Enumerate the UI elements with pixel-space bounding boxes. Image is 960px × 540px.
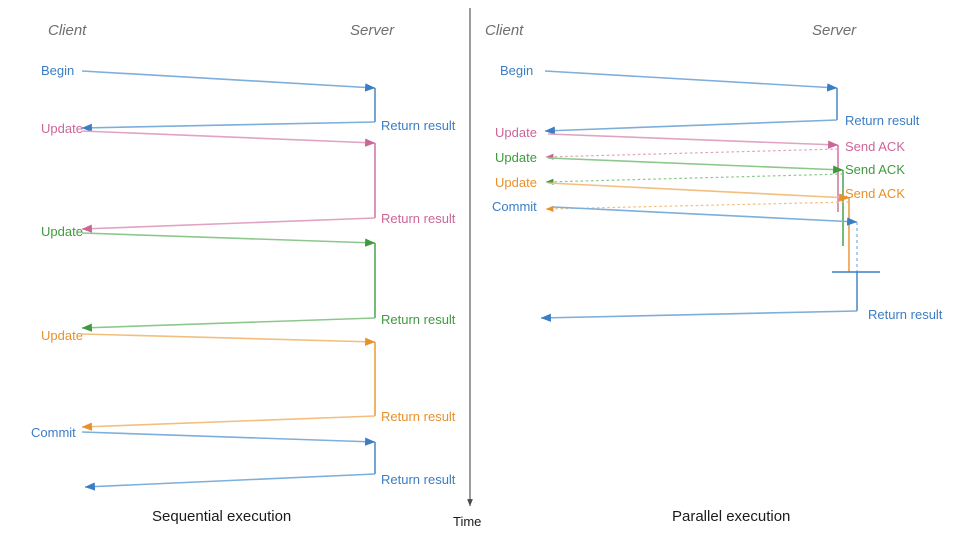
request-arrow-parallel-blue-0 [544, 70, 838, 92]
response-arrow-sequential-orange-3 [81, 415, 376, 431]
ack-arrow-parallel-pink-1 [545, 148, 839, 160]
lane-header-client-sequential: Client [48, 22, 87, 39]
lane-header-server-sequential: Server [350, 22, 395, 39]
request-label-sequential-blue-4: Commit [31, 425, 76, 440]
request-arrow-sequential-pink-1 [81, 130, 376, 147]
response-label-sequential-blue-4: Return result [381, 472, 456, 487]
response-arrow-sequential-pink-1 [81, 217, 376, 233]
request-arrow-parallel-green-2 [547, 157, 844, 174]
request-arrow-sequential-orange-3 [81, 333, 376, 346]
response-label-sequential-blue-0: Return result [381, 118, 456, 133]
request-arrow-parallel-pink-1 [547, 133, 839, 149]
ack-label-parallel-orange-3: Send ACK [845, 186, 905, 201]
lane-header-client-parallel: Client [485, 22, 524, 39]
response-label-sequential-pink-1: Return result [381, 211, 456, 226]
request-label-sequential-blue-0: Begin [41, 63, 75, 78]
request-arrow-parallel-blue-4 [552, 206, 858, 226]
time-axis-label: Time [453, 514, 482, 529]
lane-header-server-parallel: Server [812, 22, 857, 39]
request-label-sequential-pink-1: Update [41, 121, 83, 136]
request-arrow-sequential-blue-0 [81, 70, 376, 92]
request-arrow-sequential-blue-4 [81, 431, 376, 446]
request-arrow-sequential-green-2 [81, 232, 376, 247]
response-arrow-sequential-blue-0 [81, 121, 376, 132]
panel-caption-sequential: Sequential execution [152, 508, 292, 525]
request-label-parallel-pink-1: Update [495, 125, 537, 140]
ack-label-parallel-pink-1: Send ACK [845, 139, 905, 154]
ack-label-parallel-green-2: Send ACK [845, 162, 905, 177]
response-arrow-sequential-green-2 [81, 317, 376, 332]
response-label-sequential-orange-3: Return result [381, 409, 456, 424]
request-arrow-parallel-orange-3 [547, 182, 850, 202]
response-label-sequential-green-2: Return result [381, 312, 456, 327]
request-label-sequential-orange-3: Update [41, 328, 83, 343]
panel-caption-parallel: Parallel execution [672, 508, 791, 525]
request-label-parallel-orange-3: Update [495, 175, 537, 190]
request-label-parallel-green-2: Update [495, 150, 537, 165]
response-arrow-sequential-blue-4 [84, 473, 376, 491]
ack-arrow-parallel-green-2 [545, 173, 844, 185]
response-label-parallel-blue-0: Return result [845, 113, 920, 128]
request-label-parallel-blue-4: Commit [492, 199, 537, 214]
response-arrow-parallel-blue-4 [540, 310, 858, 322]
response-arrow-parallel-blue-0 [544, 119, 838, 135]
request-label-sequential-green-2: Update [41, 224, 83, 239]
ack-arrow-parallel-orange-3 [545, 201, 850, 212]
response-label-parallel-blue-4: Return result [868, 307, 943, 322]
request-label-parallel-blue-0: Begin [500, 63, 534, 78]
